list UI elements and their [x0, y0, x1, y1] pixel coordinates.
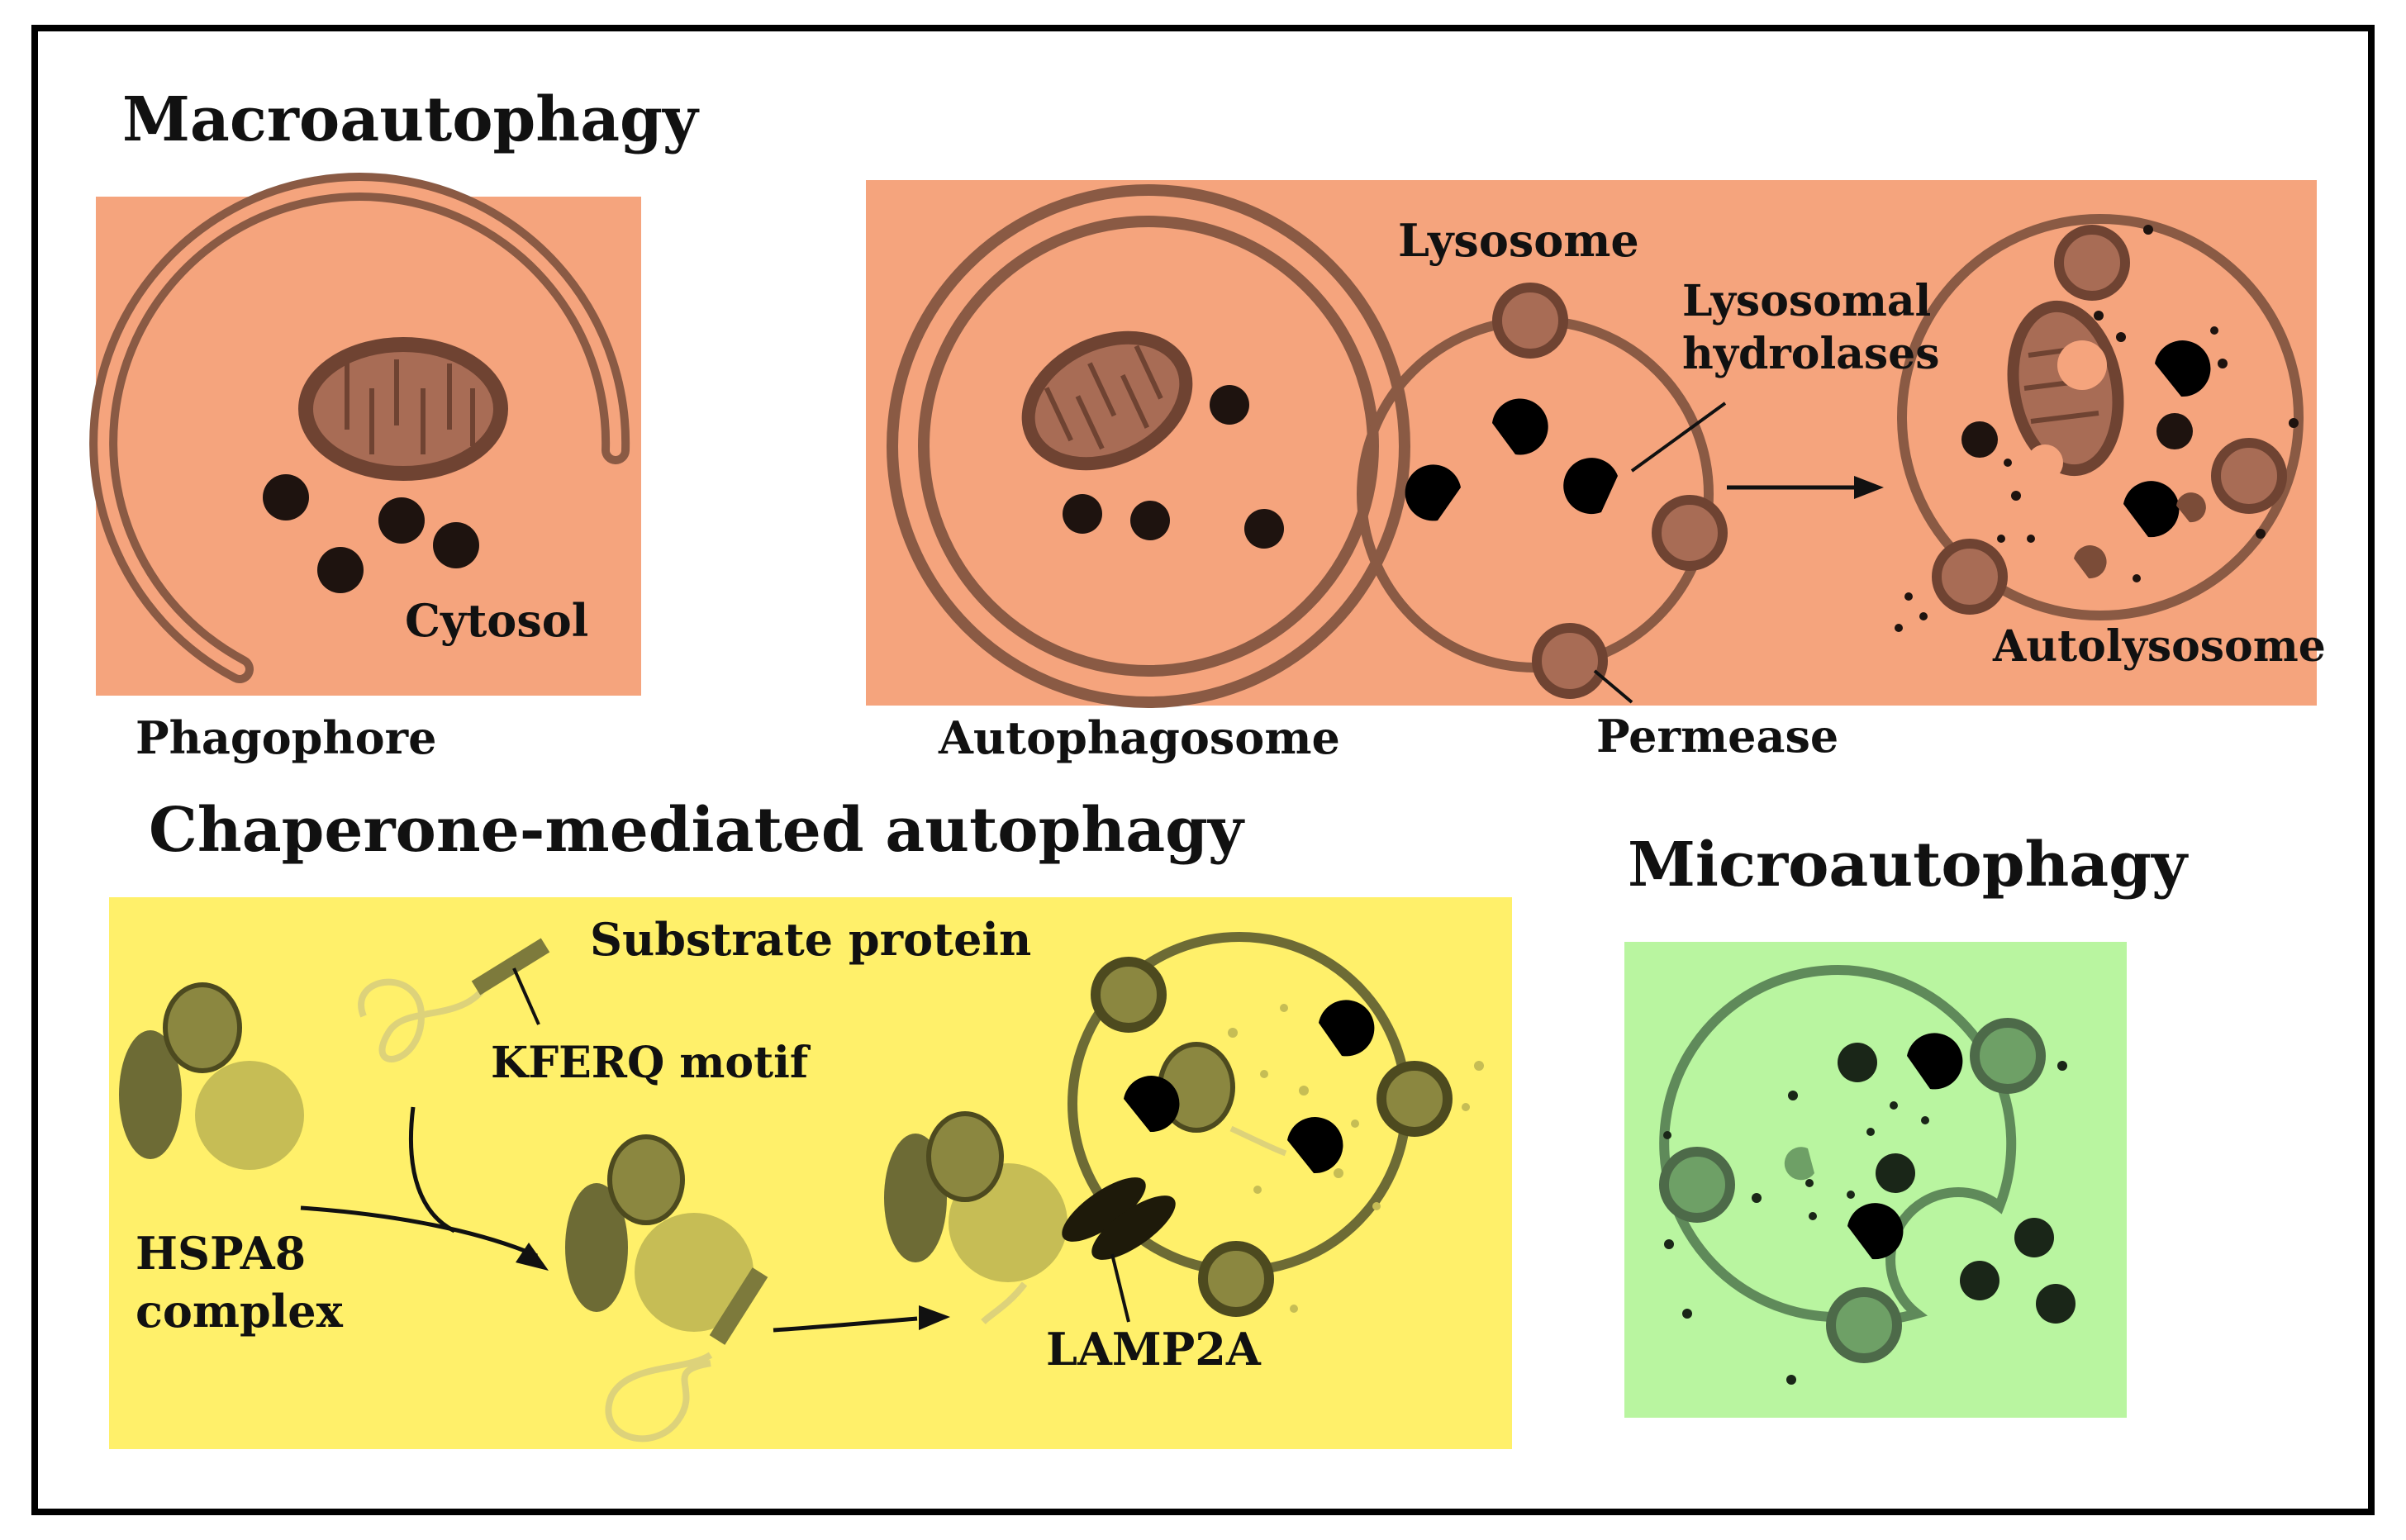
- cytosol-label: Cytosol: [405, 594, 588, 647]
- mitochondrion: [298, 337, 508, 481]
- substrate-protein-label: Substrate protein: [590, 913, 1031, 966]
- invaginating-lysosome: [1659, 965, 2076, 1385]
- kferq-leader-line: [512, 967, 540, 1025]
- hspa8-complex-label-line2: complex: [136, 1285, 344, 1338]
- kferq-motif-label: KFERQ motif: [491, 1038, 811, 1088]
- hspa8-complex-label-line1: HSPA8: [136, 1227, 306, 1280]
- lamp2a-label: LAMP2A: [1046, 1323, 1262, 1376]
- lysosomal-hydrolases-label-line2: hydrolases: [1682, 329, 1940, 379]
- binding-arrowhead: [516, 1243, 549, 1271]
- autolysosome-label: Autolysosome: [1992, 621, 2326, 672]
- cma-title: Chaperone-mediated autophagy: [149, 795, 1245, 866]
- permease-label: Permease: [1596, 710, 1838, 763]
- cma-section: Chaperone-mediated autophagy: [109, 795, 1512, 1449]
- hydrolases-leader-line: [1630, 402, 1727, 473]
- degrading-mitochondrion: [2007, 300, 2124, 481]
- docked-complex: [884, 1111, 1067, 1324]
- hspa8-complex: [119, 982, 304, 1170]
- lysosome-label: Lysosome: [1398, 214, 1639, 267]
- translocation-arrow: [773, 1305, 950, 1333]
- autophagosome-mitochondrion: [1021, 330, 1193, 471]
- cma-panel: [109, 897, 1512, 1449]
- cma-lysosome: [1067, 932, 1484, 1317]
- autophagosome-label: Autophagosome: [938, 711, 1340, 764]
- macroautophagy-title: Macroautophagy: [122, 84, 700, 155]
- fusion-arrow: [1727, 476, 1884, 499]
- autolysosome: [1895, 214, 2304, 632]
- substrate-protein: [358, 938, 550, 1062]
- microautophagy-section: Microautophagy: [1624, 829, 2189, 1418]
- lamp2a-leader-line: [1110, 1253, 1130, 1323]
- cargo-particles: [263, 474, 479, 593]
- lysosomal-hydrolases-label-line1: Lysosomal: [1682, 276, 1931, 326]
- autophagosome-cargo: [1063, 385, 1284, 549]
- bound-complex: [565, 1134, 768, 1443]
- microautophagy-title: Microautophagy: [1628, 829, 2189, 901]
- permease-channels: [1492, 283, 1728, 699]
- permease-leader-line: [1593, 669, 1633, 704]
- lamp2a-channel: [1062, 1177, 1176, 1260]
- phagophore-membrane: [89, 173, 630, 683]
- lysosomal-hydrolases: [1405, 398, 1618, 521]
- phagophore-label: Phagophore: [136, 711, 436, 764]
- macroautophagy-section: Macroautophagy Cytosol Phagophore: [89, 84, 2326, 764]
- binding-arrows: [300, 1106, 538, 1258]
